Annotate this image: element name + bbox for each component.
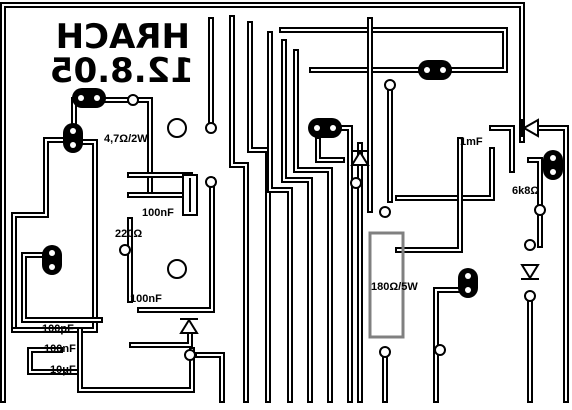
resistor-180-5w: [368, 231, 405, 339]
label-c-100pf: 100pF: [42, 323, 74, 335]
label-r-180-5w: 180Ω/5W: [371, 281, 418, 293]
capacitor-100nf: [182, 174, 198, 216]
label-c-100nf-a: 100nF: [142, 207, 174, 219]
copper-traces: [0, 2, 569, 403]
mounting-hole-bottom: [167, 259, 187, 279]
label-r-4-7-ohm: 4,7Ω/2W: [104, 133, 148, 145]
board-title: HRACH 12.8.05: [50, 17, 194, 91]
label-c-100nf-c: 100nF: [44, 343, 76, 355]
diode-top-right: [521, 118, 539, 138]
pad-pair: [72, 88, 106, 108]
label-r-6k8: 6k8Ω: [512, 185, 539, 197]
label-r-220: 220Ω: [115, 228, 142, 240]
title-line2: 12.8.05: [50, 51, 194, 91]
diodes: [179, 118, 540, 334]
label-c-1mf: 1mF: [460, 136, 483, 148]
mounting-hole-top: [167, 118, 187, 138]
mounting-holes: [167, 118, 187, 279]
pad-pair: [308, 118, 342, 138]
diode-right: [520, 264, 540, 280]
pad-pair: [418, 60, 452, 80]
pad-pair: [458, 268, 478, 298]
title-line1: HRACH: [56, 17, 190, 57]
single-pads: [119, 79, 546, 361]
diode-left: [179, 318, 199, 334]
pad-pair: [63, 123, 83, 153]
label-c-100nf-b: 100nF: [130, 293, 162, 305]
pad-pair: [543, 150, 563, 180]
component-labels: 4,7Ω/2W 1mF 6k8Ω 100nF 220Ω 180Ω/5W 100n…: [42, 133, 539, 376]
pads: [42, 60, 563, 298]
label-c-10uf: 10μF: [50, 364, 76, 376]
diode-center: [350, 150, 370, 166]
pad-pair: [42, 245, 62, 275]
